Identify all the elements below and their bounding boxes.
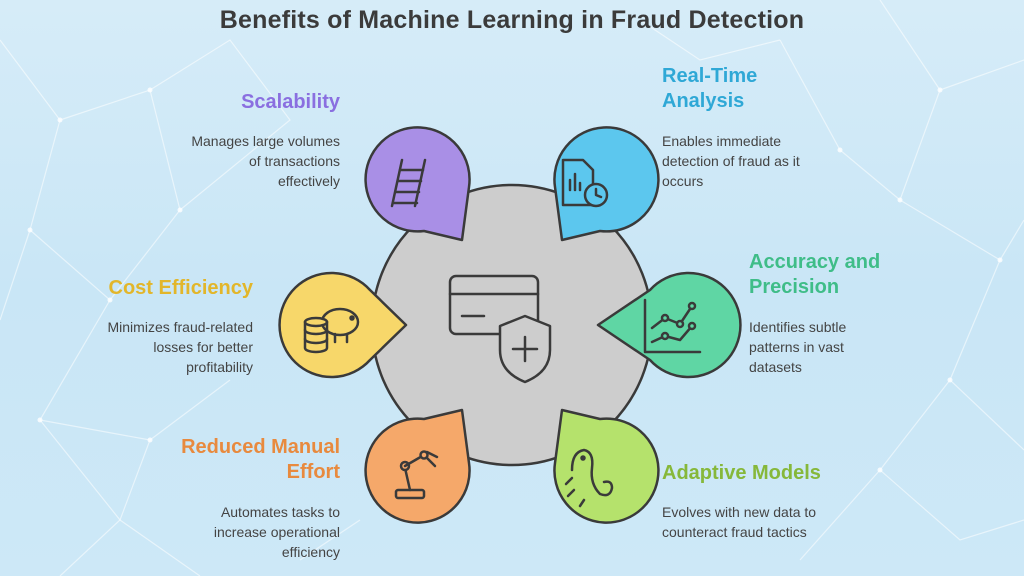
- robot-arm-icon: [394, 450, 439, 500]
- scalability-drop: [364, 126, 471, 242]
- ladder-icon: [390, 158, 427, 208]
- cost-efficiency-drop: [278, 271, 408, 379]
- accuracy-description: Identifies subtle patterns in vast datas…: [749, 317, 949, 377]
- heading-line: Effort: [286, 461, 340, 483]
- desc-line: Enables immediate: [662, 133, 782, 149]
- accuracy-drop: [596, 271, 742, 379]
- desc-line: patterns in vast: [749, 339, 844, 355]
- real-time-drop: [553, 126, 660, 242]
- real-time-description: Enables immediate detection of fraud as …: [662, 131, 882, 191]
- manual-effort-drop: [364, 408, 471, 524]
- scalability-heading: Scalability: [241, 91, 340, 113]
- adaptive-models-description: Evolves with new data to counteract frau…: [662, 502, 882, 542]
- heading-line: Analysis: [662, 90, 745, 112]
- heading-line: Precision: [749, 276, 840, 298]
- desc-line: increase operational: [213, 524, 340, 540]
- cost-efficiency-heading: Cost Efficiency: [108, 277, 253, 299]
- adaptive-models-drop: [553, 408, 660, 524]
- desc-line: of transactions: [248, 153, 340, 169]
- desc-line: Identifies subtle: [749, 319, 847, 335]
- report-clock-icon: [561, 158, 609, 208]
- heading-line: Accuracy and: [749, 251, 881, 273]
- accuracy-heading: Accuracy and Precision: [749, 250, 949, 300]
- desc-line: datasets: [749, 359, 802, 375]
- desc-line: Automates tasks to: [220, 504, 340, 520]
- cost-efficiency-description: Minimizes fraud-related losses for bette…: [40, 317, 254, 377]
- piggy-bank-icon: [303, 307, 360, 354]
- scalability-description: Manages large volumes of transactions ef…: [120, 131, 340, 191]
- manual-effort-heading: Reduced Manual Effort: [140, 435, 340, 485]
- desc-line: Evolves with new data to: [662, 504, 817, 520]
- desc-line: occurs: [662, 173, 704, 189]
- manual-effort-description: Automates tasks to increase operational …: [120, 502, 340, 562]
- real-time-heading: Real-Time Analysis: [662, 64, 862, 114]
- credit-card-shield-icon: [448, 274, 552, 384]
- desc-line: detection of fraud as it: [662, 153, 800, 169]
- desc-line: Manages large volumes: [191, 133, 340, 149]
- chameleon-icon: [564, 448, 614, 508]
- adaptive-models-heading: Adaptive Models: [662, 462, 821, 484]
- diagram-title: Benefits of Machine Learning in Fraud De…: [219, 6, 805, 34]
- desc-line: losses for better: [153, 339, 253, 355]
- line-chart-icon: [643, 298, 702, 354]
- desc-line: counteract fraud tactics: [662, 524, 807, 540]
- desc-line: Minimizes fraud-related: [107, 319, 254, 335]
- desc-line: effectively: [278, 173, 340, 189]
- desc-line: profitability: [186, 359, 253, 375]
- heading-line: Real-Time: [662, 65, 758, 87]
- desc-line: efficiency: [281, 544, 340, 560]
- heading-line: Reduced Manual: [181, 436, 340, 458]
